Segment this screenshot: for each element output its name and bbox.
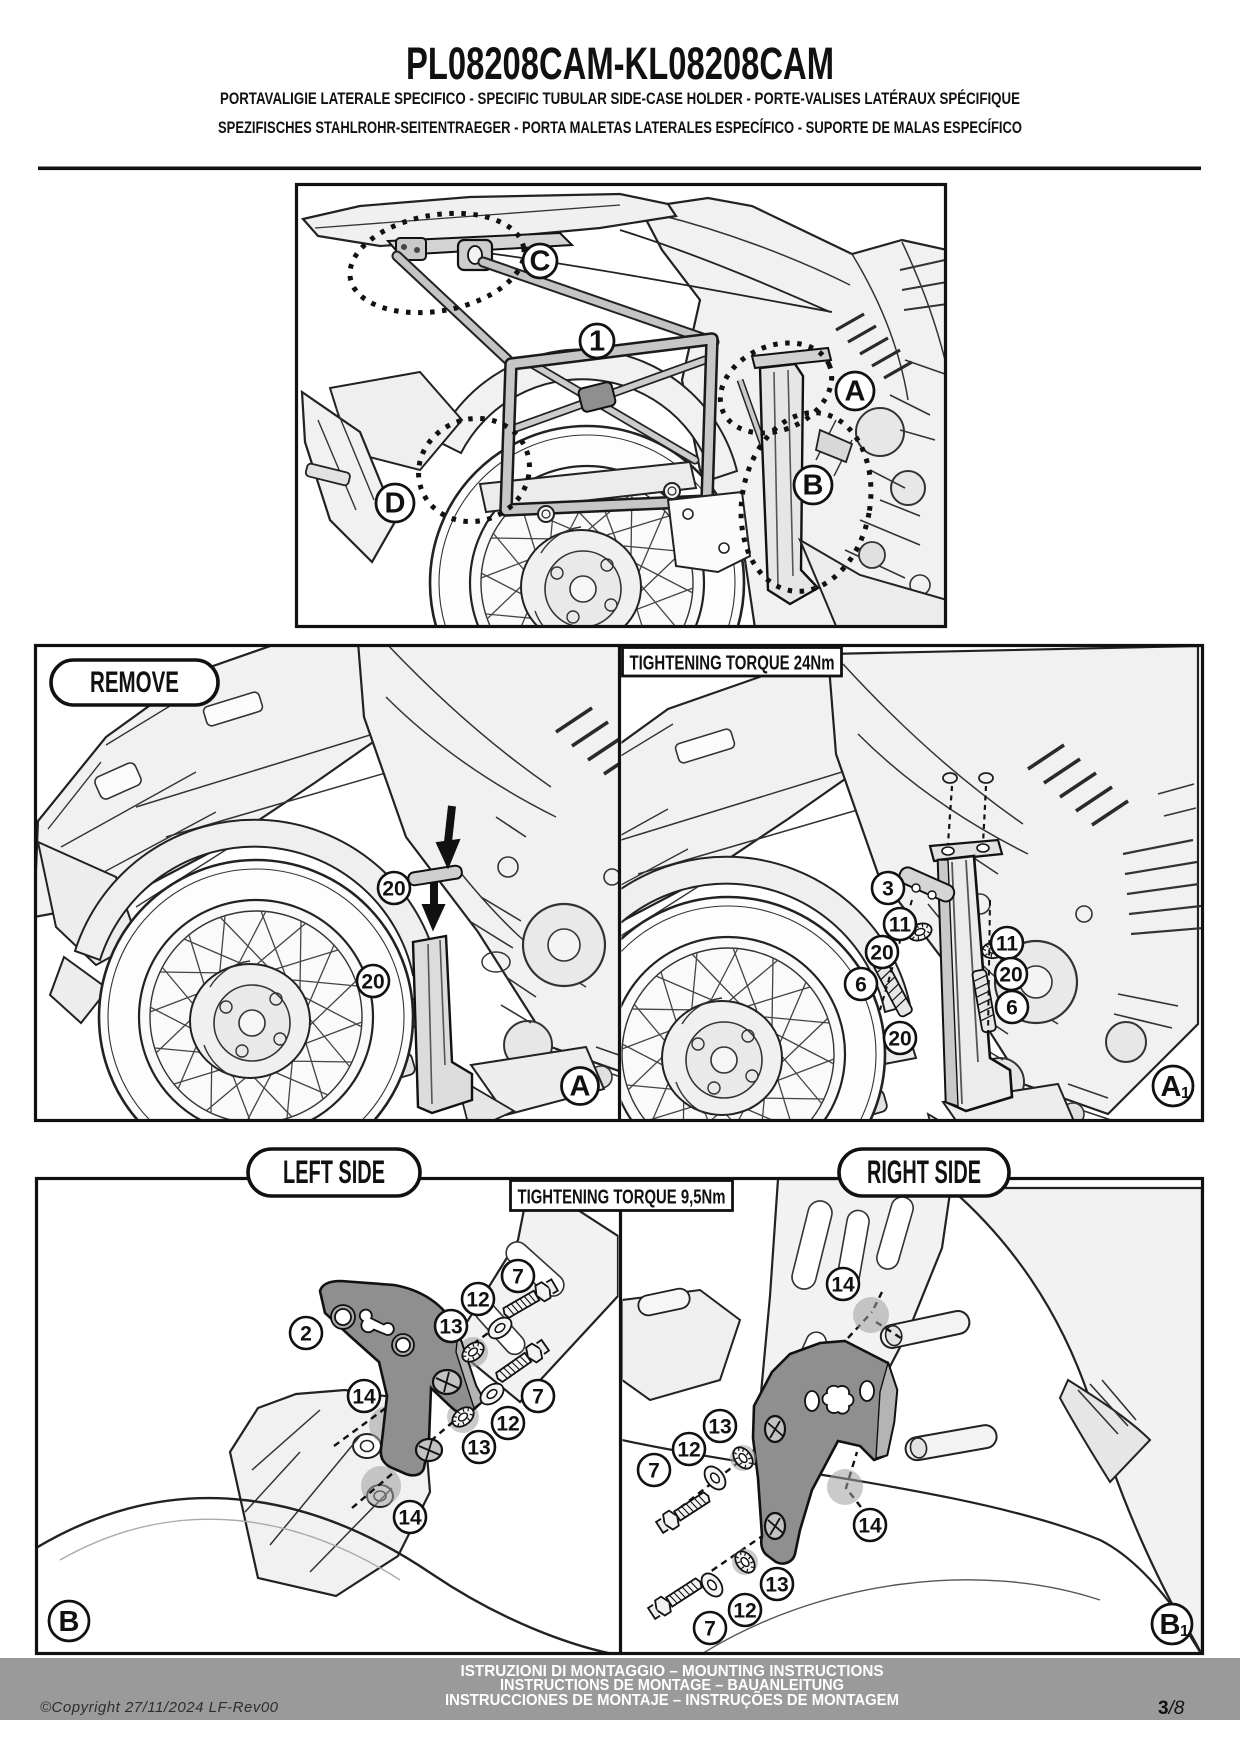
svg-text:C: C <box>530 246 551 278</box>
svg-text:20: 20 <box>999 964 1022 987</box>
svg-text:RIGHT SIDE: RIGHT SIDE <box>867 1154 981 1190</box>
svg-text:B: B <box>59 1606 80 1638</box>
svg-text:A: A <box>1161 1071 1182 1103</box>
svg-text:20: 20 <box>888 1028 911 1051</box>
svg-text:12: 12 <box>496 1413 519 1436</box>
svg-text:11: 11 <box>889 914 912 937</box>
svg-text:7: 7 <box>704 1618 716 1641</box>
svg-text:7: 7 <box>648 1460 660 1483</box>
svg-text:7: 7 <box>532 1386 544 1409</box>
svg-text:6: 6 <box>1006 997 1018 1020</box>
svg-text:3/8: 3/8 <box>1158 1698 1185 1719</box>
svg-text:12: 12 <box>677 1439 700 1462</box>
svg-text:REMOVE: REMOVE <box>90 666 179 699</box>
svg-text:14: 14 <box>858 1515 882 1538</box>
svg-text:14: 14 <box>398 1507 422 1530</box>
svg-text:1: 1 <box>1181 1085 1190 1102</box>
svg-text:14: 14 <box>352 1386 376 1409</box>
svg-text:13: 13 <box>439 1316 462 1339</box>
svg-text:TIGHTENING TORQUE 24Nm: TIGHTENING TORQUE 24Nm <box>630 652 835 675</box>
svg-text:20: 20 <box>361 971 384 994</box>
svg-text:A: A <box>845 376 866 408</box>
svg-text:PL08208CAM-KL08208CAM: PL08208CAM-KL08208CAM <box>406 38 834 89</box>
svg-text:PORTAVALIGIE LATERALE SPECIFIC: PORTAVALIGIE LATERALE SPECIFICO - SPECIF… <box>220 89 1020 108</box>
svg-text:D: D <box>385 488 406 520</box>
svg-text:20: 20 <box>870 942 893 965</box>
svg-text:11: 11 <box>996 933 1019 956</box>
svg-text:20: 20 <box>382 878 405 901</box>
svg-text:12: 12 <box>466 1289 489 1312</box>
svg-text:A: A <box>570 1071 591 1103</box>
svg-text:INSTRUCCIONES DE MONTAJE – INS: INSTRUCCIONES DE MONTAJE – INSTRUÇÕES DE… <box>445 1689 899 1709</box>
svg-text:©Copyright 27/11/2024 LF-Rev00: ©Copyright 27/11/2024 LF-Rev00 <box>40 1699 279 1716</box>
svg-text:7: 7 <box>512 1266 524 1289</box>
svg-text:1: 1 <box>1180 1623 1189 1640</box>
svg-text:B: B <box>1160 1609 1181 1641</box>
svg-text:B: B <box>803 470 824 502</box>
svg-text:13: 13 <box>765 1574 788 1597</box>
svg-text:INSTRUCTIONS DE MONTAGE – BAUA: INSTRUCTIONS DE MONTAGE – BAUANLEITUNG <box>500 1677 844 1694</box>
svg-text:2: 2 <box>300 1323 312 1346</box>
svg-text:ISTRUZIONI DI MONTAGGIO – MO: ISTRUZIONI DI MONTAGGIO – MOUNTING INSTR… <box>461 1663 884 1680</box>
svg-text:TIGHTENING TORQUE 9,5Nm: TIGHTENING TORQUE 9,5Nm <box>518 1186 726 1209</box>
svg-text:13: 13 <box>467 1437 490 1460</box>
svg-text:13: 13 <box>708 1416 731 1439</box>
svg-text:3: 3 <box>882 878 894 901</box>
svg-text:6: 6 <box>855 974 867 997</box>
svg-text:12: 12 <box>733 1600 756 1623</box>
svg-text:14: 14 <box>831 1274 855 1297</box>
svg-text:1: 1 <box>589 326 605 358</box>
svg-text:LEFT SIDE: LEFT SIDE <box>283 1154 385 1190</box>
svg-text:SPEZIFISCHES STAHLROHR-SEITENT: SPEZIFISCHES STAHLROHR-SEITENTRAEGER - P… <box>218 118 1022 137</box>
